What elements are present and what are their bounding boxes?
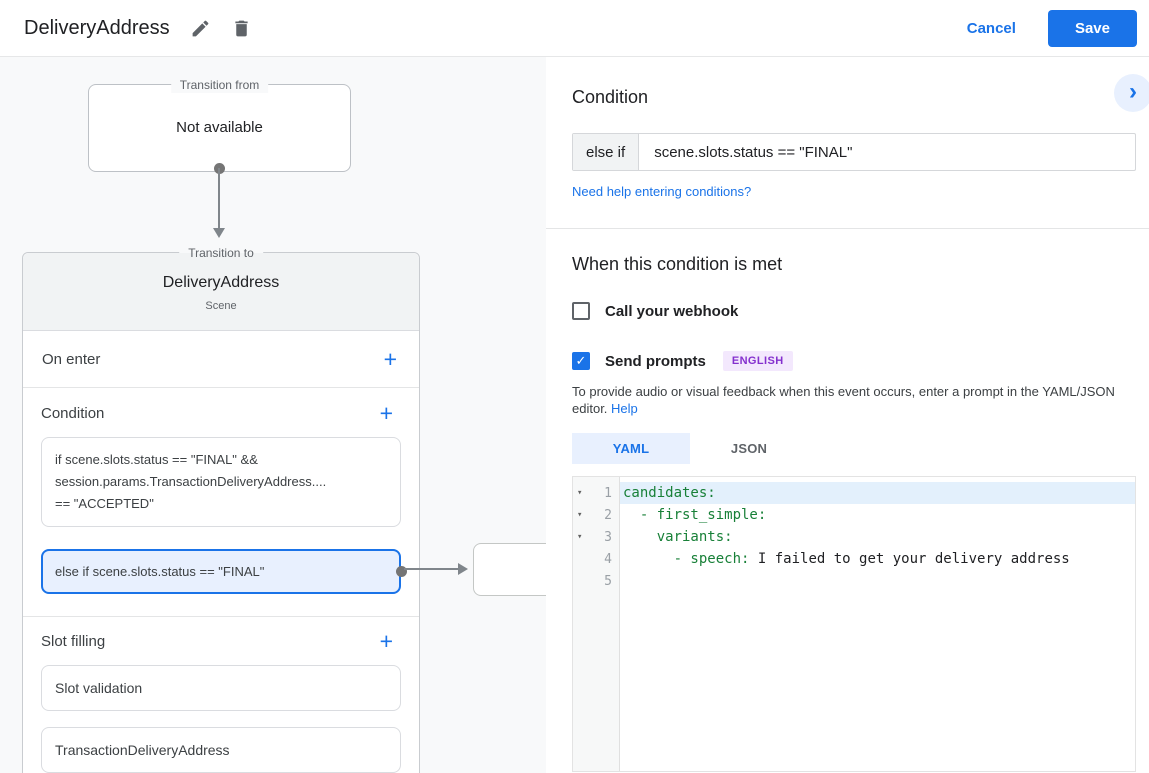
prompts-description: To provide audio or visual feedback when…: [572, 383, 1136, 417]
on-enter-section: On enter +: [23, 331, 419, 388]
connector-line-vertical: [218, 168, 220, 228]
cancel-button[interactable]: Cancel: [945, 11, 1038, 46]
editor-format-tabs: YAML JSON: [572, 433, 1136, 464]
line-number: 2: [604, 507, 612, 523]
condition-line: session.params.TransactionDeliveryAddres…: [55, 474, 327, 489]
tab-json[interactable]: JSON: [730, 441, 768, 456]
slot-filling-label: Slot filling: [41, 632, 106, 650]
transition-from-value: Not available: [176, 119, 263, 136]
chevron-right-icon: ›: [1129, 77, 1137, 105]
send-prompts-checkbox[interactable]: ✓: [572, 352, 590, 370]
condition-card[interactable]: if scene.slots.status == "FINAL" && sess…: [41, 437, 401, 527]
add-slot-button[interactable]: +: [372, 629, 401, 653]
check-icon: ✓: [575, 353, 587, 368]
condition-input-group: else if: [572, 133, 1136, 171]
yaml-code-editor: ▾ 1 ▾ 2 ▾ 3 4 5 candidates: - first_simple:…: [572, 476, 1136, 772]
editor-gutter: ▾ 1 ▾ 2 ▾ 3 4 5: [573, 477, 620, 771]
fold-icon[interactable]: ▾: [577, 532, 583, 542]
description-text: To provide audio or visual feedback when…: [572, 384, 1115, 416]
scene-node-subtitle: Scene: [205, 300, 237, 312]
plus-icon: +: [379, 400, 393, 426]
transition-from-legend: Transition from: [170, 77, 269, 93]
line-number: 5: [604, 573, 612, 589]
language-badge: ENGLISH: [722, 351, 793, 371]
code-line: - first_simple:: [620, 504, 1135, 526]
edit-scene-button[interactable]: [184, 12, 217, 45]
top-bar: DeliveryAddress Cancel Save: [0, 0, 1149, 57]
code-line: candidates:: [620, 482, 1135, 504]
condition-help-link[interactable]: Need help entering conditions?: [572, 184, 752, 199]
yaml-value: I failed to get your delivery address: [749, 551, 1070, 567]
collapse-panel-button[interactable]: ›: [1114, 74, 1149, 112]
add-on-enter-button[interactable]: +: [376, 347, 405, 371]
slot-card[interactable]: TransactionDeliveryAddress: [41, 727, 401, 773]
delete-scene-button[interactable]: [225, 12, 258, 45]
plus-icon: +: [383, 346, 397, 372]
fold-icon[interactable]: ▾: [577, 510, 583, 520]
condition-detail-panel: Condition › else if Need help entering c…: [546, 57, 1149, 773]
on-enter-label: On enter: [42, 350, 101, 368]
condition-prefix: else if: [573, 134, 640, 170]
code-line: variants:: [620, 526, 1135, 548]
condition-expression-input[interactable]: [639, 134, 1135, 170]
code-line: - speech: I failed to get your delivery …: [620, 548, 1135, 570]
save-button[interactable]: Save: [1047, 9, 1137, 47]
line-number: 3: [604, 529, 612, 545]
condition-card-selected[interactable]: else if scene.slots.status == "FINAL": [41, 549, 407, 594]
transition-from-node: Transition from Not available: [88, 77, 351, 172]
condition-line: == "ACCEPTED": [55, 496, 154, 511]
pencil-icon: [190, 18, 211, 39]
condition-line: if scene.slots.status == "FINAL" &&: [55, 452, 258, 467]
divider: [546, 228, 1149, 229]
scene-node: Transition to DeliveryAddress Scene On e…: [22, 245, 420, 773]
arrow-right-icon: [458, 563, 468, 575]
yaml-key: - speech:: [623, 551, 750, 567]
webhook-label: Call your webhook: [605, 302, 739, 320]
fold-icon[interactable]: ▾: [577, 488, 583, 498]
line-number: 1: [604, 485, 612, 501]
line-number: 4: [604, 551, 612, 567]
connector-line-horizontal: [404, 568, 461, 570]
condition-section-label: Condition: [41, 404, 105, 422]
condition-met-title: When this condition is met: [572, 254, 783, 274]
condition-line: else if scene.slots.status == "FINAL": [55, 564, 265, 579]
yaml-key: variants:: [623, 529, 733, 545]
help-link[interactable]: Help: [611, 401, 638, 416]
scene-node-header: DeliveryAddress Scene: [23, 253, 419, 331]
slot-filling-section: Slot filling + Slot validation Transacti…: [23, 617, 419, 773]
tab-yaml[interactable]: YAML: [572, 433, 690, 464]
webhook-row: Call your webhook: [572, 302, 1136, 320]
flow-canvas: Transition from Not available Transition…: [0, 57, 546, 773]
editor-code-area[interactable]: candidates: - first_simple: variants: - …: [620, 477, 1135, 771]
connector-dot: [396, 565, 407, 577]
yaml-key: - first_simple:: [623, 507, 767, 523]
plus-icon: +: [379, 628, 393, 654]
arrow-down-icon: [213, 228, 225, 238]
send-prompts-row: ✓ Send prompts ENGLISH: [572, 351, 1136, 371]
add-condition-button[interactable]: +: [372, 401, 401, 425]
yaml-key: candidates:: [623, 485, 716, 501]
slot-validation-card[interactable]: Slot validation: [41, 665, 401, 711]
scene-node-title: DeliveryAddress: [162, 274, 280, 291]
code-line: [620, 570, 1135, 592]
webhook-checkbox[interactable]: [572, 302, 590, 320]
page-title: DeliveryAddress: [24, 16, 170, 39]
condition-section: Condition + if scene.slots.status == "FI…: [23, 388, 419, 617]
send-prompts-label: Send prompts: [605, 352, 706, 370]
transition-to-legend: Transition to: [179, 245, 263, 261]
trash-icon: [231, 18, 252, 39]
target-scene-node[interactable]: [473, 543, 546, 596]
panel-title: Condition: [572, 87, 649, 107]
